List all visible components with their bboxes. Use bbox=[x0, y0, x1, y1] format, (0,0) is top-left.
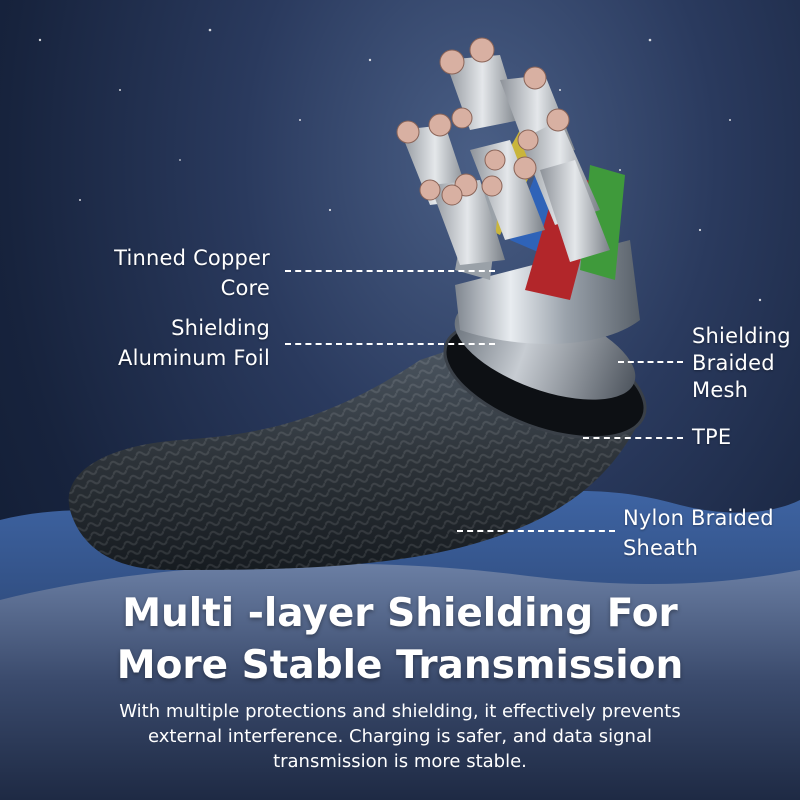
label-nylon-braided-sheath: Nylon Braided Sheath bbox=[623, 506, 774, 560]
stars bbox=[38, 28, 762, 302]
leader-line-tinned-copper-core bbox=[285, 270, 495, 272]
copper-conductor-ends bbox=[396, 37, 570, 206]
description: With multiple protections and shielding,… bbox=[60, 699, 740, 774]
near-dune bbox=[0, 563, 800, 800]
description-line-1: With multiple protections and shielding,… bbox=[119, 701, 681, 722]
leader-line-tpe bbox=[583, 437, 683, 439]
inner-wires bbox=[400, 55, 625, 300]
label-shielding-braided-mesh: Shielding Braided Mesh bbox=[692, 324, 791, 402]
leader-line-nylon-braided-sheath bbox=[457, 530, 615, 532]
description-line-2: external interference. Charging is safer… bbox=[148, 726, 652, 747]
headline-line-2: More Stable Transmission bbox=[116, 643, 684, 688]
leader-line-shielding-aluminum-foil bbox=[285, 343, 495, 345]
description-line-3: transmission is more stable. bbox=[273, 751, 527, 772]
label-tpe: TPE bbox=[692, 425, 732, 449]
headline-line-1: Multi -layer Shielding For bbox=[122, 591, 678, 636]
label-shielding-aluminum-foil: Shielding Aluminum Foil bbox=[118, 316, 270, 370]
label-tinned-copper-core: Tinned Copper Core bbox=[114, 246, 270, 300]
leader-line-shielding-braided-mesh bbox=[618, 361, 683, 363]
headline: Multi -layer Shielding For More Stable T… bbox=[0, 588, 800, 692]
